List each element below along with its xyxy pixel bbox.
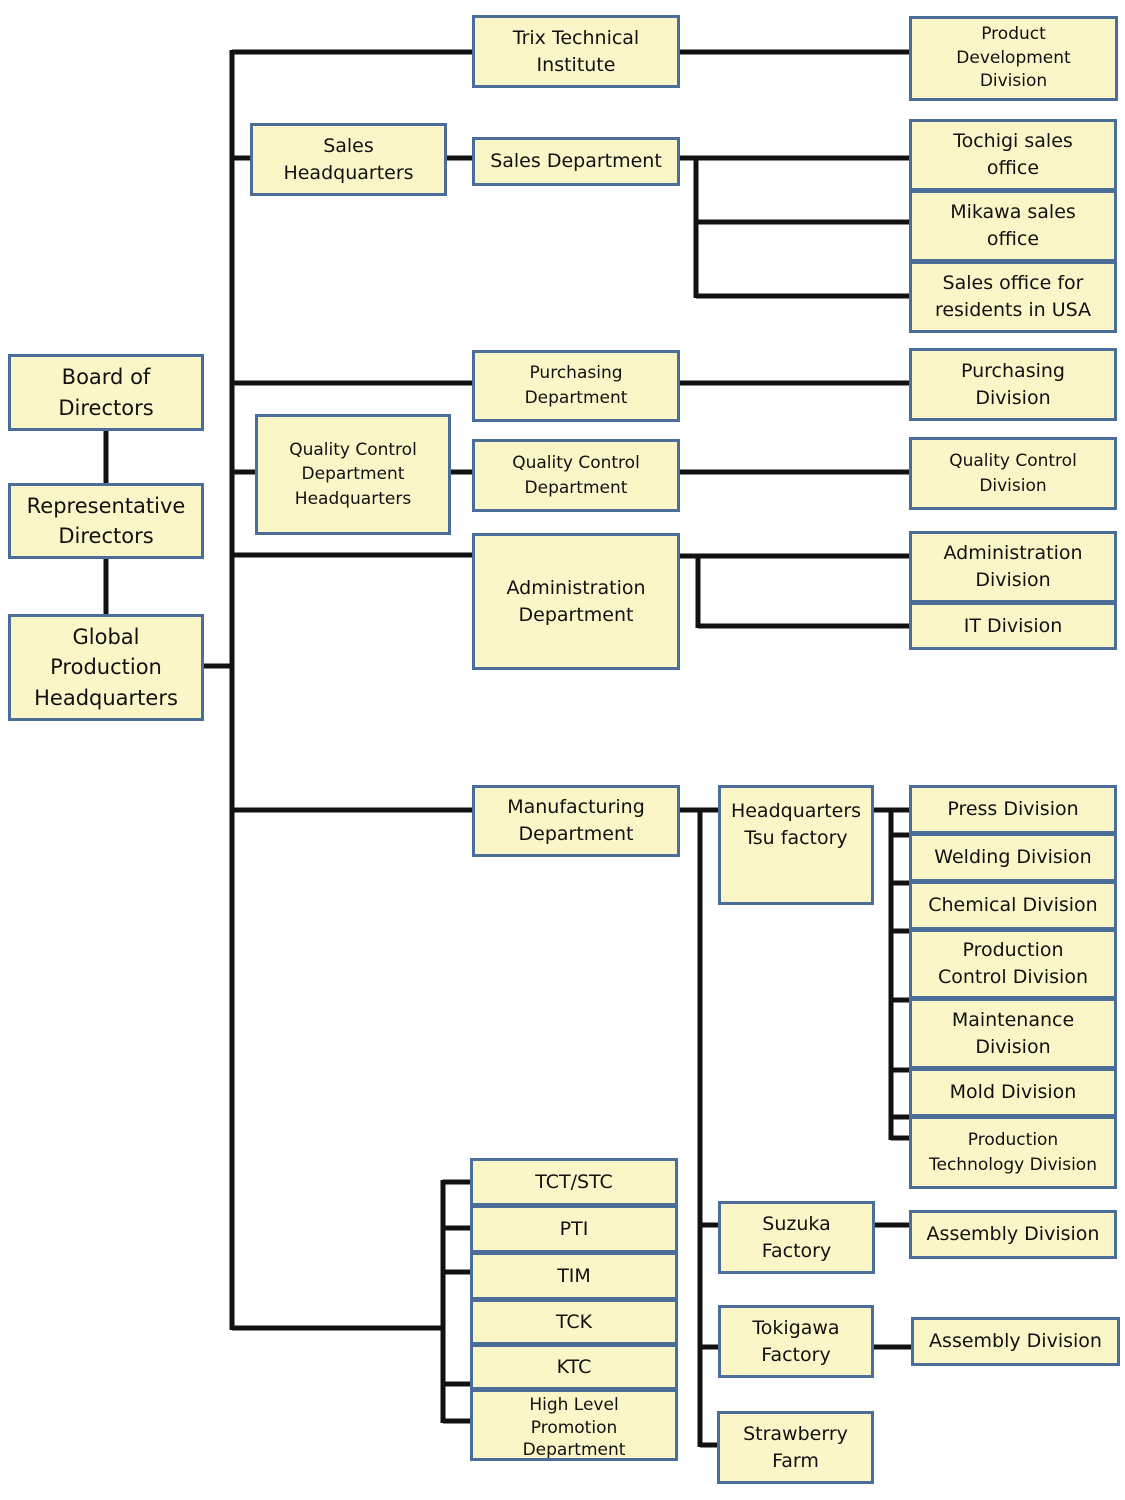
purchasing-department-label: Purchasing Department xyxy=(524,363,628,408)
pti-label: PTI xyxy=(559,1217,589,1240)
product-development-division-label: Product Development Division xyxy=(956,23,1071,92)
product-development-division-box: Product Development Division xyxy=(909,16,1118,101)
production-technology-division-box: Production Technology Division xyxy=(909,1116,1117,1189)
ktc-label: KTC xyxy=(556,1355,592,1378)
strawberry-farm-label: Strawberry Farm xyxy=(743,1422,848,1472)
representative-directors-box: Representative Directors xyxy=(8,483,204,559)
quality-control-headquarters-label: Quality Control Department Headquarters xyxy=(289,439,417,509)
tokigawa-assembly-division-box: Assembly Division xyxy=(911,1317,1120,1366)
global-production-headquarters-label: Global Production Headquarters xyxy=(34,624,178,710)
board-of-directors-box: Board of Directors xyxy=(8,354,204,431)
maintenance-division-box: Maintenance Division xyxy=(909,998,1117,1069)
pti-box: PTI xyxy=(470,1205,678,1253)
tsu-factory-label: Headquarters Tsu factory xyxy=(730,800,862,849)
administration-division-label: Administration Division xyxy=(943,542,1083,591)
purchasing-division-label: Purchasing Division xyxy=(961,359,1065,409)
usa-sales-office-box: Sales office for residents in USA xyxy=(909,261,1117,333)
it-division-label: IT Division xyxy=(963,614,1063,637)
tim-label: TIM xyxy=(557,1264,591,1287)
quality-control-division-label: Quality Control Division xyxy=(949,450,1077,496)
suzuka-assembly-division-label: Assembly Division xyxy=(926,1223,1100,1246)
tokigawa-factory-box: Tokigawa Factory xyxy=(718,1305,874,1378)
administration-division-box: Administration Division xyxy=(909,531,1117,603)
press-division-box: Press Division xyxy=(909,785,1117,834)
purchasing-department-box: Purchasing Department xyxy=(472,350,680,422)
mikawa-sales-office-label: Mikawa sales office xyxy=(950,201,1076,250)
strawberry-farm-box: Strawberry Farm xyxy=(717,1411,874,1484)
sales-department-label: Sales Department xyxy=(490,150,662,173)
global-production-headquarters-box: Global Production Headquarters xyxy=(8,614,204,721)
purchasing-division-box: Purchasing Division xyxy=(909,348,1117,421)
tct-stc-box: TCT/STC xyxy=(470,1158,678,1206)
tokigawa-factory-label: Tokigawa Factory xyxy=(752,1316,840,1366)
usa-sales-office-label: Sales office for residents in USA xyxy=(934,272,1092,321)
suzuka-assembly-division-box: Assembly Division xyxy=(909,1210,1117,1259)
tochigi-sales-office-box: Tochigi sales office xyxy=(909,119,1117,191)
welding-division-label: Welding Division xyxy=(934,846,1092,869)
manufacturing-department-box: Manufacturing Department xyxy=(472,785,680,857)
administration-department-box: Administration Department xyxy=(472,533,680,670)
chemical-division-box: Chemical Division xyxy=(909,881,1117,930)
quality-control-headquarters-box: Quality Control Department Headquarters xyxy=(255,414,451,535)
tct-stc-label: TCT/STC xyxy=(535,1170,613,1193)
tsu-factory-box: Headquarters Tsu factory xyxy=(718,785,874,905)
it-division-box: IT Division xyxy=(909,602,1117,650)
administration-department-label: Administration Department xyxy=(506,576,646,626)
mold-division-box: Mold Division xyxy=(909,1068,1117,1117)
sales-headquarters-label: Sales Headquarters xyxy=(283,134,414,184)
production-control-division-label: Production Control Division xyxy=(938,939,1088,988)
maintenance-division-label: Maintenance Division xyxy=(951,1008,1075,1058)
mikawa-sales-office-box: Mikawa sales office xyxy=(909,190,1117,262)
manufacturing-department-label: Manufacturing Department xyxy=(507,796,645,845)
sales-headquarters-box: Sales Headquarters xyxy=(250,123,447,196)
quality-control-department-box: Quality Control Department xyxy=(472,439,680,512)
tochigi-sales-office-label: Tochigi sales office xyxy=(953,130,1073,179)
suzuka-factory-box: Suzuka Factory xyxy=(718,1201,875,1274)
suzuka-factory-label: Suzuka Factory xyxy=(761,1212,832,1262)
mold-division-label: Mold Division xyxy=(949,1081,1077,1104)
high-level-promotion-department-label: High Level Promotion Department xyxy=(522,1394,626,1461)
press-division-label: Press Division xyxy=(947,798,1079,821)
chemical-division-label: Chemical Division xyxy=(928,894,1098,917)
welding-division-box: Welding Division xyxy=(909,833,1117,882)
trix-technical-institute-box: Trix Technical Institute xyxy=(472,15,680,88)
production-control-division-box: Production Control Division xyxy=(909,929,1117,999)
tim-box: TIM xyxy=(470,1252,678,1300)
sales-department-box: Sales Department xyxy=(472,137,680,186)
trix-technical-institute-label: Trix Technical Institute xyxy=(512,26,640,76)
quality-control-department-label: Quality Control Department xyxy=(512,452,640,498)
tck-box: TCK xyxy=(470,1299,678,1345)
tokigawa-assembly-division-label: Assembly Division xyxy=(929,1330,1102,1353)
tck-label: TCK xyxy=(555,1310,593,1333)
representative-directors-label: Representative Directors xyxy=(26,493,186,548)
production-technology-division-label: Production Technology Division xyxy=(929,1129,1097,1175)
high-level-promotion-department-box: High Level Promotion Department xyxy=(470,1389,678,1461)
board-of-directors-label: Board of Directors xyxy=(58,365,154,420)
ktc-box: KTC xyxy=(470,1344,678,1390)
quality-control-division-box: Quality Control Division xyxy=(909,437,1117,510)
